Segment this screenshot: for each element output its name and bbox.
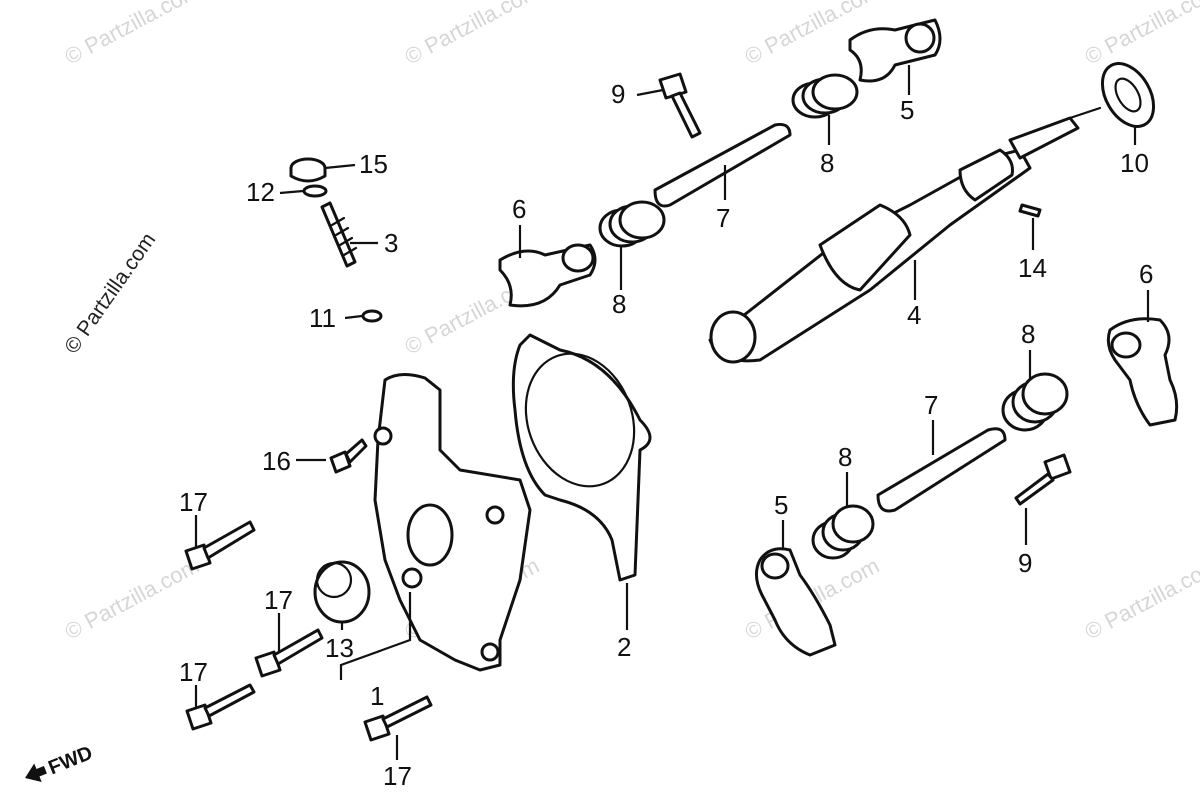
callout-8-lower-left: 8: [838, 442, 852, 472]
bolt-17-c-illustration: [185, 683, 256, 731]
callout-11: 11: [309, 303, 336, 333]
watermark: © Partzilla.com: [401, 0, 544, 69]
fwd-label: FWD: [45, 742, 95, 779]
spring-8-lower-right-illustration: [1001, 372, 1069, 432]
callout-12: 12: [246, 177, 275, 207]
fork-5-lower-illustration: [755, 547, 837, 657]
pin-3-illustration: [320, 201, 358, 268]
callout-6-right: 6: [1139, 259, 1153, 289]
spring-8-upper-left-illustration: [598, 200, 666, 248]
callout-8-lower-right: 8: [1021, 319, 1035, 349]
bolt-17-b-illustration: [254, 628, 324, 678]
callout-16: 16: [262, 446, 291, 476]
watermark: © Partzilla.com: [1081, 0, 1200, 69]
nut-15-illustration: [289, 157, 328, 198]
callout-3: 3: [384, 228, 398, 258]
watermark: © Partzilla.com: [61, 553, 204, 645]
gasket-2-illustration: [511, 333, 652, 582]
callout-6-upper: 6: [512, 194, 526, 224]
callout-8-upper-left: 8: [612, 289, 626, 319]
shaft-7-lower-illustration: [876, 427, 1007, 513]
callout-7-upper: 7: [716, 203, 730, 233]
callout-1: 1: [370, 681, 384, 711]
fork-5-upper-illustration: [848, 18, 942, 83]
callout-17-b: 17: [264, 585, 293, 615]
watermark: © Partzilla.com: [61, 0, 204, 69]
callout-14: 14: [1018, 253, 1047, 283]
callout-7-lower: 7: [924, 390, 938, 420]
bolt-17-d-illustration: [363, 695, 433, 742]
pin-14-illustration: [1018, 203, 1042, 218]
callout-17-c: 17: [179, 657, 208, 687]
callout-15: 15: [359, 149, 388, 179]
arrow-left-icon: [25, 763, 47, 783]
callout-5-lower: 5: [774, 490, 788, 520]
washer-10-illustration: [1100, 62, 1156, 128]
callout-2: 2: [617, 632, 631, 662]
callout-9-lower: 9: [1018, 548, 1032, 578]
cover-1-illustration: [373, 373, 532, 672]
plug-13-illustration: [313, 560, 371, 624]
shift-drum-4-illustration: [708, 106, 1102, 364]
watermark-vertical: © Partzilla.com: [60, 229, 160, 358]
fork-6-upper-illustration: [498, 243, 597, 308]
callouts: 15 12 3 11 9 6 8 7 8 5 10 14 4 6 8 7 8 5…: [179, 79, 1153, 791]
callout-9-top: 9: [611, 79, 625, 109]
callout-4: 4: [907, 300, 921, 330]
fork-6-right-illustration: [1106, 317, 1179, 427]
spring-8-lower-left-illustration: [811, 504, 875, 560]
watermark: © Partzilla.com: [1081, 553, 1200, 645]
callout-17-a: 17: [179, 487, 208, 517]
callout-13: 13: [325, 633, 354, 663]
bolt-17-a-illustration: [184, 520, 256, 571]
spring-8-upper-right-illustration: [791, 73, 859, 119]
bolt-9-lower-illustration: [1014, 453, 1072, 506]
bolt-9-top-illustration: [658, 72, 702, 139]
shaft-7-upper-illustration: [653, 123, 792, 208]
callout-5-upper: 5: [900, 95, 914, 125]
forward-direction-indicator: FWD: [25, 742, 96, 783]
callout-17-d: 17: [383, 761, 412, 791]
bolt-16-illustration: [329, 438, 368, 474]
leader-lines: [194, 65, 1150, 760]
callout-10: 10: [1120, 148, 1149, 178]
callout-8-upper-right: 8: [820, 148, 834, 178]
clip-11-illustration: [361, 309, 383, 323]
